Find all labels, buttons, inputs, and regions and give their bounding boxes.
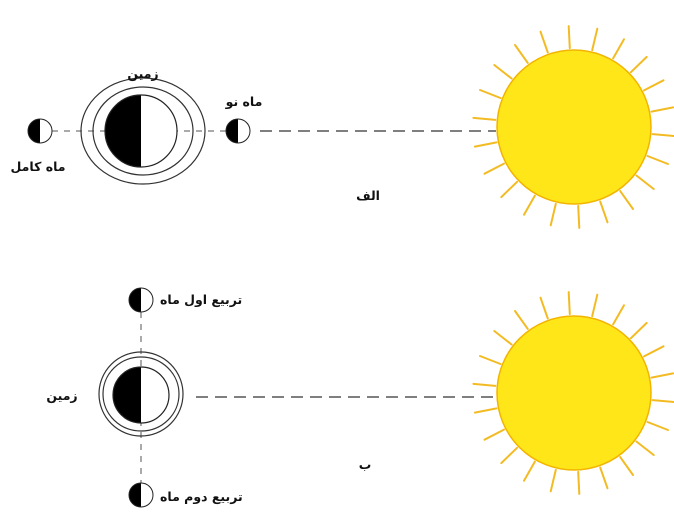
sun-ray [636, 176, 653, 190]
sun-ray [600, 468, 607, 489]
diagram-a: زمین ماه نو ماه کامل الف [10, 26, 674, 228]
sun-ray [473, 118, 495, 120]
sun-ray [515, 311, 528, 329]
sun-ray [620, 457, 633, 475]
sun-ray [569, 26, 570, 48]
sun-ray [578, 206, 579, 228]
sun-ray [485, 430, 505, 440]
sun-ray [473, 384, 495, 386]
sun-ray [551, 204, 556, 225]
sun-ray [620, 191, 633, 209]
sun-ray [592, 295, 597, 316]
new-moon-a-icon [226, 119, 250, 143]
last-quarter-moon-icon [129, 483, 153, 507]
sun-ray [475, 142, 497, 146]
last-quarter-label: تربیع دوم ماه [160, 489, 243, 505]
sun-ray [631, 57, 647, 72]
sun-ray [524, 196, 535, 215]
sun-ray [648, 156, 669, 164]
new-moon-label: ماه نو [225, 94, 263, 109]
sun-ray [636, 442, 653, 456]
sun-ray [631, 323, 647, 338]
sun-ray [652, 373, 674, 377]
earth-label-a: زمین [127, 66, 158, 81]
sun-ray [652, 107, 674, 111]
sun-a-icon [473, 26, 674, 228]
earth-a-icon [105, 95, 177, 167]
sun-ray [524, 462, 535, 481]
sun-ray [501, 448, 517, 463]
sun-ray [480, 356, 501, 364]
sun-ray [653, 400, 674, 402]
first-quarter-moon-icon [129, 288, 153, 312]
sun-ray [515, 45, 528, 63]
sun-ray [648, 422, 669, 430]
full-moon-a-icon [28, 119, 52, 143]
full-moon-label: ماه کامل [10, 159, 65, 174]
caption-b: ب [359, 457, 372, 472]
sun-ray [494, 331, 511, 345]
sun-ray [578, 472, 579, 494]
diagram-b: تربیع اول ماه زمین تربیع دوم ماه ب [46, 288, 674, 507]
sun-ray [541, 32, 548, 53]
sun-ray [494, 65, 511, 79]
sun-ray [501, 182, 517, 197]
sun-ray [613, 39, 624, 58]
sun-a-disc [497, 50, 651, 204]
sun-ray [475, 408, 497, 412]
sun-b-icon [473, 292, 674, 494]
sun-ray [592, 29, 597, 50]
sun-ray [480, 90, 501, 98]
sun-ray [600, 202, 607, 223]
sun-ray [485, 164, 505, 174]
earth-label-b: زمین [46, 388, 77, 403]
sun-ray [644, 80, 664, 90]
sun-b-disc [497, 316, 651, 470]
sun-ray [551, 470, 556, 491]
sun-ray [644, 346, 664, 356]
caption-a: الف [356, 188, 380, 203]
sun-ray [613, 305, 624, 324]
sun-ray [569, 292, 570, 314]
sun-ray [541, 298, 548, 319]
earth-b-icon [113, 367, 169, 423]
first-quarter-label: تربیع اول ماه [160, 292, 242, 307]
sun-ray [653, 134, 674, 136]
